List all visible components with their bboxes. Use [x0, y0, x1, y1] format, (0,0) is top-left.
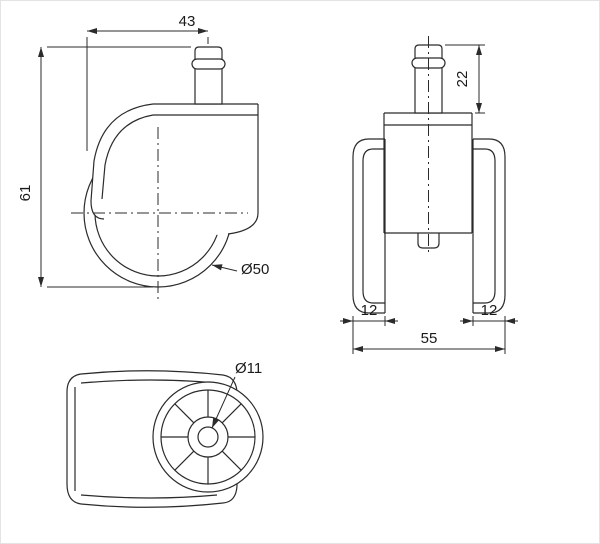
- left-wheel-rim-contour: [362, 148, 385, 304]
- arrowhead: [343, 318, 353, 324]
- arrowhead: [495, 346, 505, 352]
- hood-outer-edge: [90, 103, 154, 220]
- drum-top-inner-edge: [80, 379, 218, 384]
- hub-boss-circle: [187, 416, 229, 458]
- dimension-12-right: 12: [460, 302, 518, 324]
- drum-top-edge: [80, 370, 224, 376]
- arrowhead: [38, 47, 44, 57]
- dimension-61: 61: [17, 46, 191, 288]
- bottom-dimensions: Ø11: [211, 360, 262, 429]
- housing-body: [91, 104, 258, 235]
- dimension-22: 22: [445, 44, 485, 114]
- side-view: [352, 36, 506, 314]
- wheel-diameter-label: Ø50: [241, 261, 269, 278]
- stem: [194, 46, 223, 105]
- arrowhead: [476, 45, 482, 55]
- arrowhead: [212, 417, 219, 428]
- arrowhead: [353, 346, 363, 352]
- dim-12-right-label: 12: [481, 302, 498, 319]
- dimension-55: 55: [353, 330, 505, 352]
- arrowhead: [505, 318, 515, 324]
- dim-55-label: 55: [421, 330, 438, 347]
- hub-spokes: [161, 390, 255, 484]
- arrowhead: [385, 318, 395, 324]
- right-wheel-rim-contour: [473, 148, 496, 304]
- front-dimensions: 43 61 Ø50: [17, 13, 269, 288]
- arrowhead: [476, 103, 482, 113]
- hood-inner-edge: [101, 114, 154, 200]
- arrowhead: [463, 318, 473, 324]
- bottom-view: [66, 370, 264, 508]
- dim-22-label: 22: [454, 71, 471, 88]
- front-view: [71, 46, 259, 299]
- leader-dia50: Ø50: [211, 261, 269, 278]
- dimension-12-left: 12: [340, 302, 398, 324]
- drum-bottom-inner-edge: [80, 494, 218, 499]
- leader-dia11: Ø11: [211, 360, 262, 429]
- right-wheel-outline: [473, 138, 506, 314]
- hub-hole-circle: [197, 426, 219, 448]
- dim-61-label: 61: [17, 185, 34, 202]
- arrowhead: [212, 264, 223, 271]
- axle-hub: [417, 233, 440, 249]
- stem-ring-groove: [191, 58, 226, 70]
- arrowhead: [38, 277, 44, 287]
- side-dimensions: 22 12 12 55: [340, 44, 518, 354]
- arrowhead: [87, 28, 97, 34]
- hub-hole-diameter-label: Ø11: [235, 360, 262, 377]
- dim-43-label: 43: [179, 13, 196, 30]
- dimension-43: 43: [86, 13, 209, 151]
- dim-12-left-label: 12: [361, 302, 378, 319]
- drum-left-cap: [66, 373, 82, 505]
- drum-bottom-edge: [80, 502, 224, 508]
- arrowhead: [198, 28, 208, 34]
- housing-bottom-right-edge: [227, 212, 259, 235]
- left-wheel-outline: [352, 138, 385, 314]
